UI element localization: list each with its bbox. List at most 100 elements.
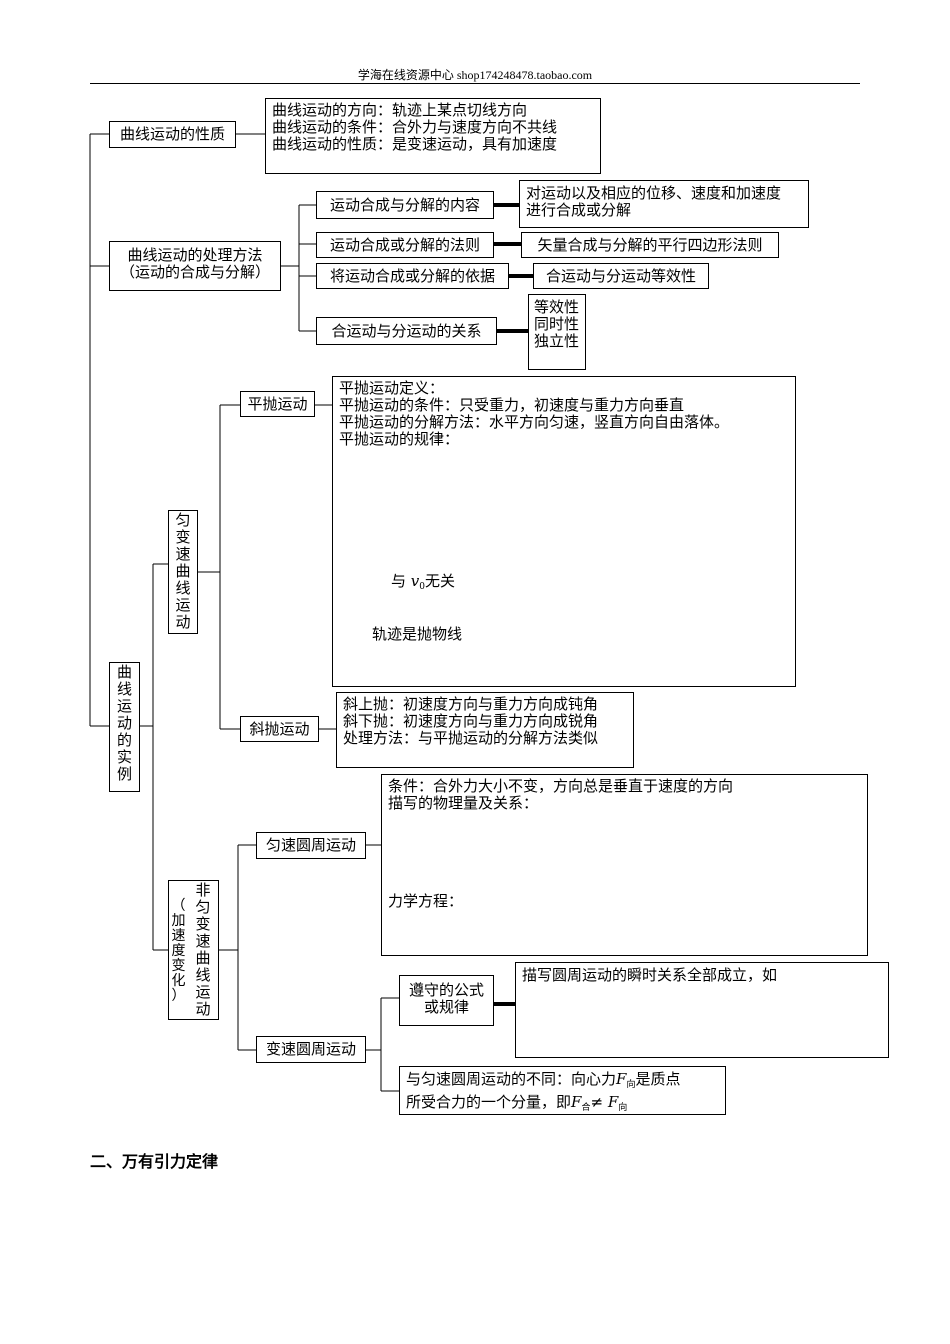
vertical-char: 的 — [116, 731, 132, 749]
vertical-char: 非 — [195, 881, 211, 899]
vertical-char: 动 — [116, 714, 132, 732]
nature-detail-box: 曲线运动的方向：轨迹上某点切线方向 曲线运动的条件：合外力与速度方向不共线 曲线… — [265, 98, 601, 174]
projectile-label-box: 平抛运动 — [240, 391, 315, 417]
mechanics-equation-label: 力学方程： — [388, 892, 464, 910]
v-symbol: v — [410, 572, 420, 590]
method-item-label: 合运动与分运动的关系 — [331, 321, 482, 340]
vertical-char: 化 — [171, 973, 186, 989]
vertical-char: 动 — [175, 613, 191, 631]
vertical-char: 曲 — [116, 663, 132, 681]
var-circ-rule-detail: 描写圆周运动的瞬时关系全部成立，如 — [522, 966, 778, 984]
diff-text: 是质点 — [635, 1070, 681, 1088]
method-detail-line: 合运动与分运动等效性 — [545, 266, 696, 285]
method-detail-line: 进行合成或分解 — [526, 201, 632, 219]
method-item-box: 运动合成或分解的法则 — [316, 232, 494, 258]
projectile-line: 平抛运动的分解方法：水平方向匀速，竖直方向自由落体。 — [339, 413, 730, 431]
var-circ-diff-box: 与匀速圆周运动的不同：向心力F向是质点 所受合力的一个分量，即F合≠ F向 — [399, 1066, 726, 1115]
method-detail-line: 对运动以及相应的位移、速度和加速度 — [526, 184, 782, 202]
vertical-char: 运 — [195, 983, 211, 1001]
uniform-circ-label: 匀速圆周运动 — [265, 836, 356, 854]
method-title-box: 曲线运动的处理方法 （运动的合成与分解） — [109, 241, 281, 291]
force-symbol: F — [616, 1070, 627, 1088]
nature-line: 曲线运动的条件：合外力与速度方向不共线 — [272, 118, 558, 136]
projectile-note-trajectory: 轨迹是抛物线 — [372, 625, 463, 643]
vertical-char: 速 — [171, 928, 186, 944]
vertical-char: 加 — [171, 913, 186, 929]
vertical-char: 匀 — [195, 898, 211, 916]
method-detail-box: 矢量合成与分解的平行四边形法则 — [521, 232, 779, 258]
vertical-char: 速 — [175, 545, 191, 563]
var-circ-label: 变速圆周运动 — [265, 1040, 356, 1058]
oblique-label: 斜抛运动 — [249, 719, 310, 738]
method-detail-line: 矢量合成与分解的平行四边形法则 — [537, 235, 763, 254]
oblique-label-box: 斜抛运动 — [240, 716, 319, 742]
force-subscript: 合 — [581, 1103, 591, 1113]
vertical-char: 线 — [116, 680, 132, 698]
method-item-label: 运动合成或分解的法则 — [329, 235, 480, 254]
method-detail-box: 合运动与分运动等效性 — [533, 263, 709, 289]
oblique-detail-box: 斜上抛：初速度方向与重力方向成钝角 斜下抛：初速度方向与重力方向成锐角 处理方法… — [336, 692, 634, 768]
force-subscript: 向 — [626, 1080, 636, 1090]
method-title-line: （运动的合成与分解） — [119, 263, 270, 281]
nature-line: 曲线运动的方向：轨迹上某点切线方向 — [272, 101, 528, 119]
nature-title: 曲线运动的性质 — [119, 125, 225, 143]
uniform-circ-label-box: 匀速圆周运动 — [256, 832, 366, 859]
method-item-label: 将运动合成或分解的依据 — [329, 266, 495, 285]
nonuniform-title: 非匀变速曲线运动 — [188, 882, 218, 1018]
oblique-line: 斜上抛：初速度方向与重力方向成钝角 — [343, 695, 599, 713]
var-circ-diff-line: 与匀速圆周运动的不同：向心力F向是质点 — [406, 1071, 719, 1094]
method-item-box: 运动合成与分解的内容 — [316, 191, 494, 219]
var-circ-rule-line: 或规律 — [423, 998, 469, 1016]
diff-text: 所受合力的一个分量，即 — [406, 1093, 572, 1111]
section-title: 二、万有引力定律 — [90, 1152, 219, 1171]
examples-title-box: 曲线运动的实例 — [109, 662, 140, 792]
uniform-circ-line: 条件：合外力大小不变，方向总是垂直于速度的方向 — [388, 777, 734, 795]
header-rule — [90, 83, 860, 84]
method-detail-box: 对运动以及相应的位移、速度和加速度 进行合成或分解 — [519, 180, 809, 228]
projectile-detail-box: 平抛运动定义： 平抛运动的条件：只受重力，初速度与重力方向垂直 平抛运动的分解方… — [332, 376, 796, 687]
uniform-circ-line: 描写的物理量及关系： — [388, 794, 539, 812]
vertical-char: 曲 — [175, 562, 191, 580]
not-equal-symbol: ≠ — [590, 1093, 604, 1111]
method-detail-box: 等效性 同时性 独立性 — [528, 294, 586, 370]
nature-title-box: 曲线运动的性质 — [109, 121, 236, 148]
page-header: 学海在线资源中心 shop174248478.taobao.com — [357, 68, 593, 82]
method-item-label: 运动合成与分解的内容 — [329, 195, 480, 214]
vertical-char: 线 — [195, 966, 211, 984]
uniform-circ-detail-box: 条件：合外力大小不变，方向总是垂直于速度的方向 描写的物理量及关系： 力学方程： — [381, 774, 868, 956]
vertical-char: 运 — [116, 697, 132, 715]
diff-text: 与匀速圆周运动的不同：向心力 — [406, 1070, 617, 1088]
nonuniform-paren-note: （加速度变化） — [170, 899, 187, 1004]
projectile-line: 平抛运动的规律： — [339, 430, 460, 448]
vertical-char: （ — [171, 898, 186, 914]
projectile-label: 平抛运动 — [247, 394, 308, 413]
note-prefix: 与 — [391, 572, 411, 590]
vertical-char: 运 — [175, 596, 191, 614]
method-item-box: 将运动合成或分解的依据 — [316, 263, 509, 289]
vertical-char: ） — [171, 988, 186, 1004]
projectile-note-v0: 与 v0无关 — [391, 570, 455, 592]
oblique-line: 斜下抛：初速度方向与重力方向成锐角 — [343, 712, 599, 730]
method-detail-line: 独立性 — [534, 332, 580, 350]
oblique-line: 处理方法：与平抛运动的分解方法类似 — [343, 729, 599, 747]
vertical-char: 线 — [175, 579, 191, 597]
vertical-char: 曲 — [195, 949, 211, 967]
examples-title: 曲线运动的实例 — [110, 664, 139, 783]
force-subscript: 向 — [618, 1103, 628, 1113]
vertical-char: 动 — [195, 1000, 211, 1018]
force-symbol: F — [571, 1093, 582, 1111]
nonuniform-title-box: （加速度变化） 非匀变速曲线运动 — [168, 880, 219, 1020]
nature-line: 曲线运动的性质：是变速运动，具有加速度 — [272, 135, 558, 153]
vertical-char: 变 — [175, 528, 191, 546]
vertical-char: 速 — [195, 932, 211, 950]
vertical-char: 度 — [171, 943, 186, 959]
var-circ-diff-line: 所受合力的一个分量，即F合≠ F向 — [406, 1094, 719, 1117]
force-symbol: F — [607, 1093, 619, 1111]
var-circ-rule-box: 遵守的公式 或规律 — [399, 975, 494, 1026]
vertical-char: 匀 — [175, 511, 191, 529]
method-detail-line: 同时性 — [534, 315, 580, 333]
v-subscript: 0 — [419, 582, 425, 592]
projectile-line: 平抛运动定义： — [339, 379, 445, 397]
var-circ-rule-detail-box: 描写圆周运动的瞬时关系全部成立，如 — [515, 962, 889, 1058]
